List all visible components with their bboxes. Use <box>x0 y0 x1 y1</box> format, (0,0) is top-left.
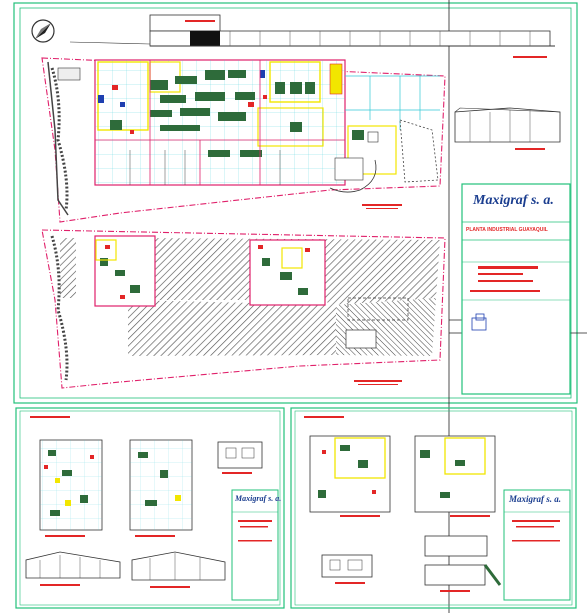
floor-plan-a <box>39 439 103 537</box>
right-sheet-title-block-logo: Maxigraf s. a. <box>509 494 561 504</box>
floor-plan-c <box>309 435 391 517</box>
left-sheet-title-block-frame <box>231 489 279 601</box>
logo-suffix: s. a. <box>530 193 554 208</box>
logo-main: Maxigraf <box>473 193 528 208</box>
elevation-small-b <box>321 554 373 584</box>
floor-plan-d <box>414 435 496 517</box>
north-arrow-icon <box>31 19 55 43</box>
elevation-small-a <box>217 441 263 474</box>
top-elevation <box>69 14 555 58</box>
site-plan-upper <box>41 57 446 223</box>
logo-main: Maxigraf <box>509 494 545 504</box>
bottom-right-sheet-frame <box>290 407 577 609</box>
project-title: PLANTA INDUSTRIAL GUAYAQUIL <box>466 227 548 233</box>
elevation-small-c <box>424 535 502 592</box>
logo-suffix: s. a. <box>268 494 282 503</box>
site-plan-lower <box>41 229 446 389</box>
left-sheet-title-block-logo: Maxigraf s. a. <box>235 494 281 503</box>
logo-suffix: s. a. <box>546 494 562 504</box>
floor-plan-b <box>129 439 193 537</box>
main-title-block-logo: Maxigraf s. a. <box>473 193 554 209</box>
elevation-long-b <box>131 551 226 588</box>
right-sheet-title-block-frame <box>503 489 571 601</box>
elevation-long-a <box>25 551 121 586</box>
logo-main: Maxigraf <box>235 494 267 503</box>
main-title-block-frame <box>461 183 571 395</box>
bottom-left-sheet-frame <box>15 407 285 609</box>
side-elevation-small <box>454 107 561 150</box>
top-sheet-frame <box>13 2 578 404</box>
